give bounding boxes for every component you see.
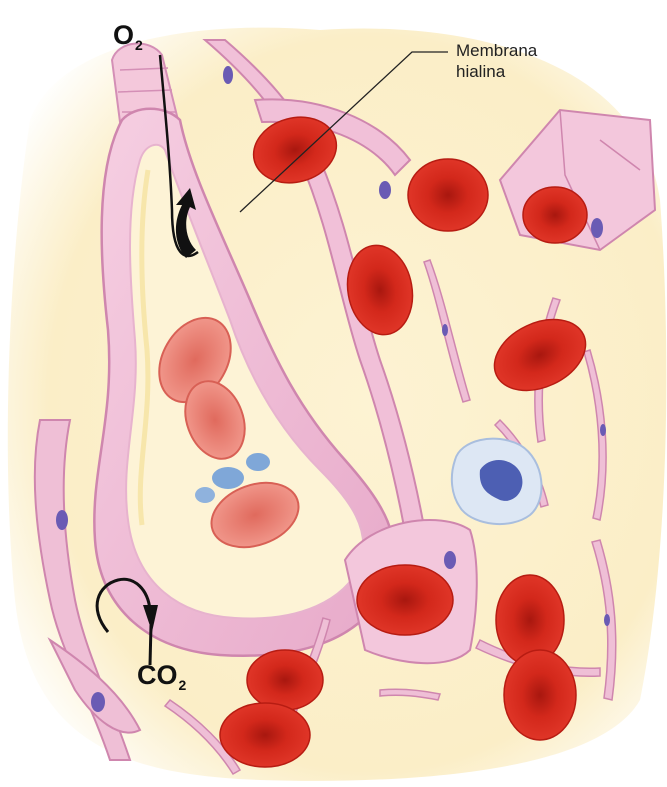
red-cell (220, 703, 310, 767)
macrophage-nucleus (212, 467, 244, 489)
co2-label: CO2 (137, 662, 186, 692)
hyaline-membrane-label: Membrana hialina (456, 40, 537, 82)
macrophage-nucleus (246, 453, 270, 471)
o2-label: O2 (113, 22, 143, 52)
red-cell (357, 565, 453, 635)
red-cell (247, 650, 323, 710)
red-cell (523, 187, 587, 243)
red-cell (504, 650, 576, 740)
red-cell (408, 159, 488, 231)
